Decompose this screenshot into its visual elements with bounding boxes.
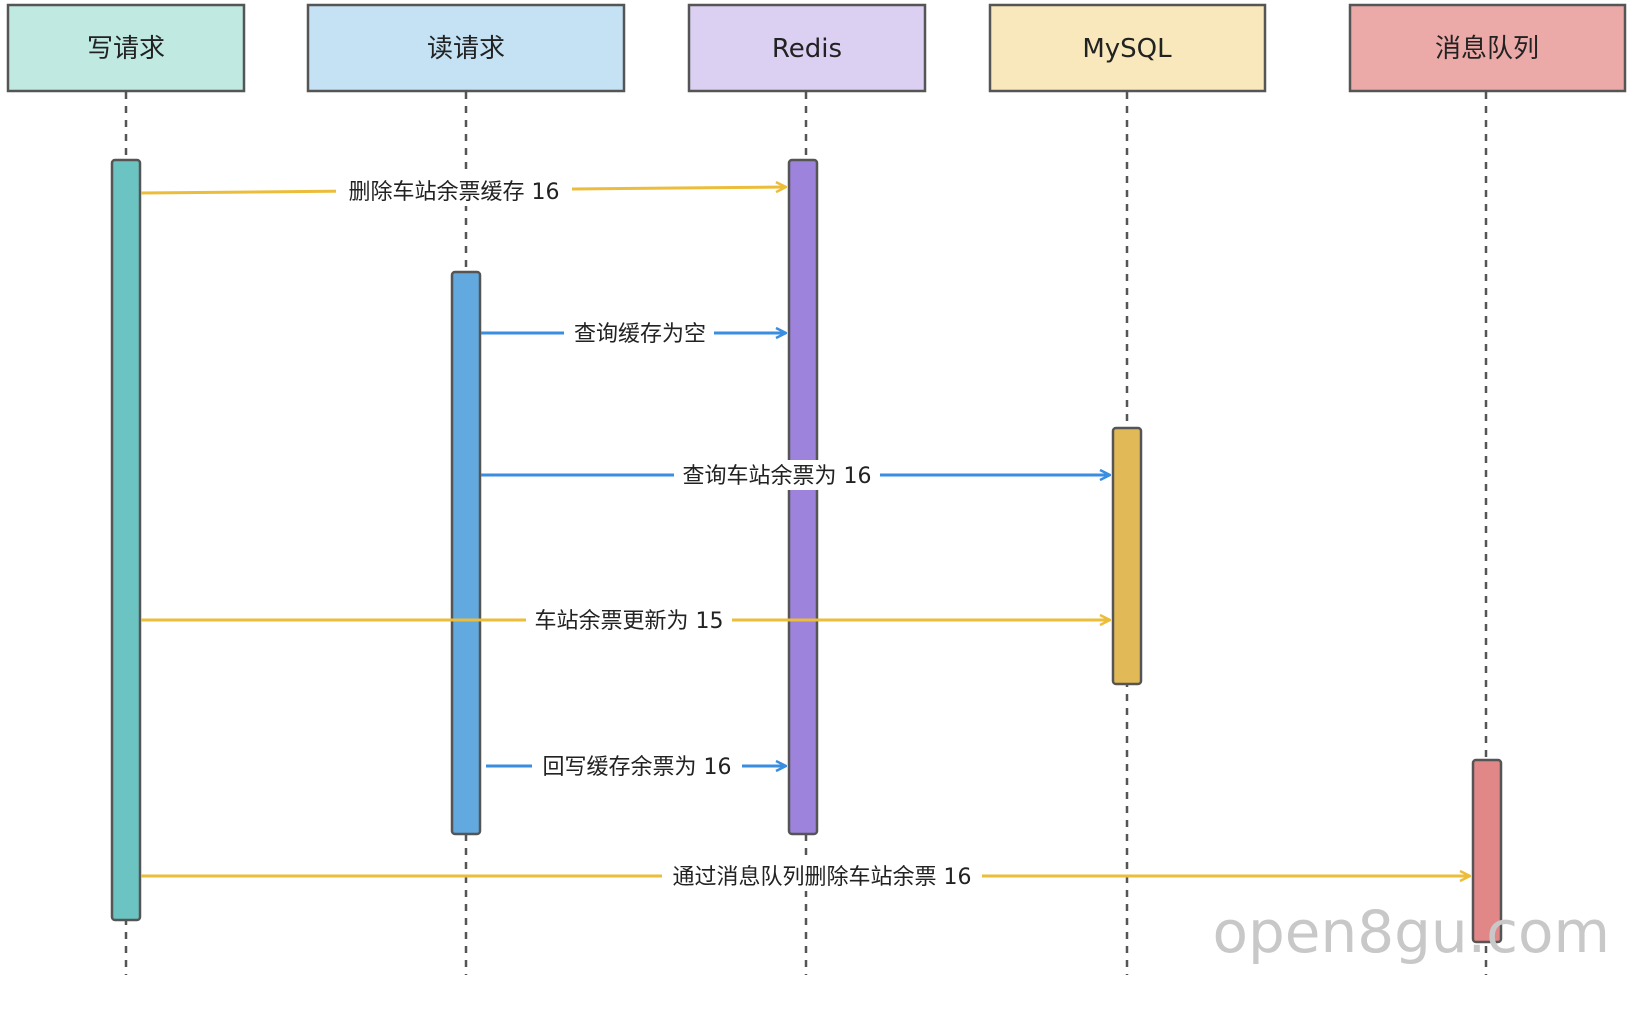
message-query-cache: 查询缓存为空 <box>481 318 786 348</box>
participant-write: 写请求 <box>6 3 246 93</box>
activation-redis <box>787 158 819 836</box>
message-3-label: 查询车站余票为 16 <box>683 464 872 489</box>
activation-bars <box>110 158 1503 944</box>
message-mq-delete: 通过消息队列删除车站余票 16 <box>141 861 1470 891</box>
participant-redis-label: Redis <box>772 34 842 64</box>
participant-mysql-label: MySQL <box>1082 34 1172 64</box>
participant-mysql: MySQL <box>988 3 1267 93</box>
activation-mq <box>1471 758 1503 944</box>
messages: 删除车站余票缓存 16 查询缓存为空 查询车站余票为 16 车站余票更新为 15… <box>140 176 1470 891</box>
message-4-label: 车站余票更新为 15 <box>535 609 724 634</box>
activation-mysql <box>1111 426 1143 686</box>
participant-mq-label: 消息队列 <box>1435 34 1539 64</box>
watermark: open8gu.com <box>1212 898 1610 966</box>
participant-redis: Redis <box>687 3 927 93</box>
message-2-label: 查询缓存为空 <box>574 322 706 347</box>
message-6-label: 通过消息队列删除车站余票 16 <box>673 865 972 890</box>
message-delete-cache: 删除车站余票缓存 16 <box>140 176 786 206</box>
activation-write <box>110 158 142 922</box>
participant-write-label: 写请求 <box>87 34 165 64</box>
message-write-back-cache: 回写缓存余票为 16 <box>486 751 786 781</box>
participant-read: 读请求 <box>306 3 626 93</box>
message-query-db: 查询车站余票为 16 <box>481 460 1110 490</box>
participant-headers: 写请求 读请求 Redis MySQL 消息队列 <box>6 3 1627 93</box>
message-5-label: 回写缓存余票为 16 <box>543 755 732 780</box>
activation-read <box>450 270 482 836</box>
participant-mq: 消息队列 <box>1348 3 1627 93</box>
message-1-label: 删除车站余票缓存 16 <box>349 180 560 205</box>
message-update-db: 车站余票更新为 15 <box>141 605 1110 635</box>
participant-read-label: 读请求 <box>427 34 505 64</box>
